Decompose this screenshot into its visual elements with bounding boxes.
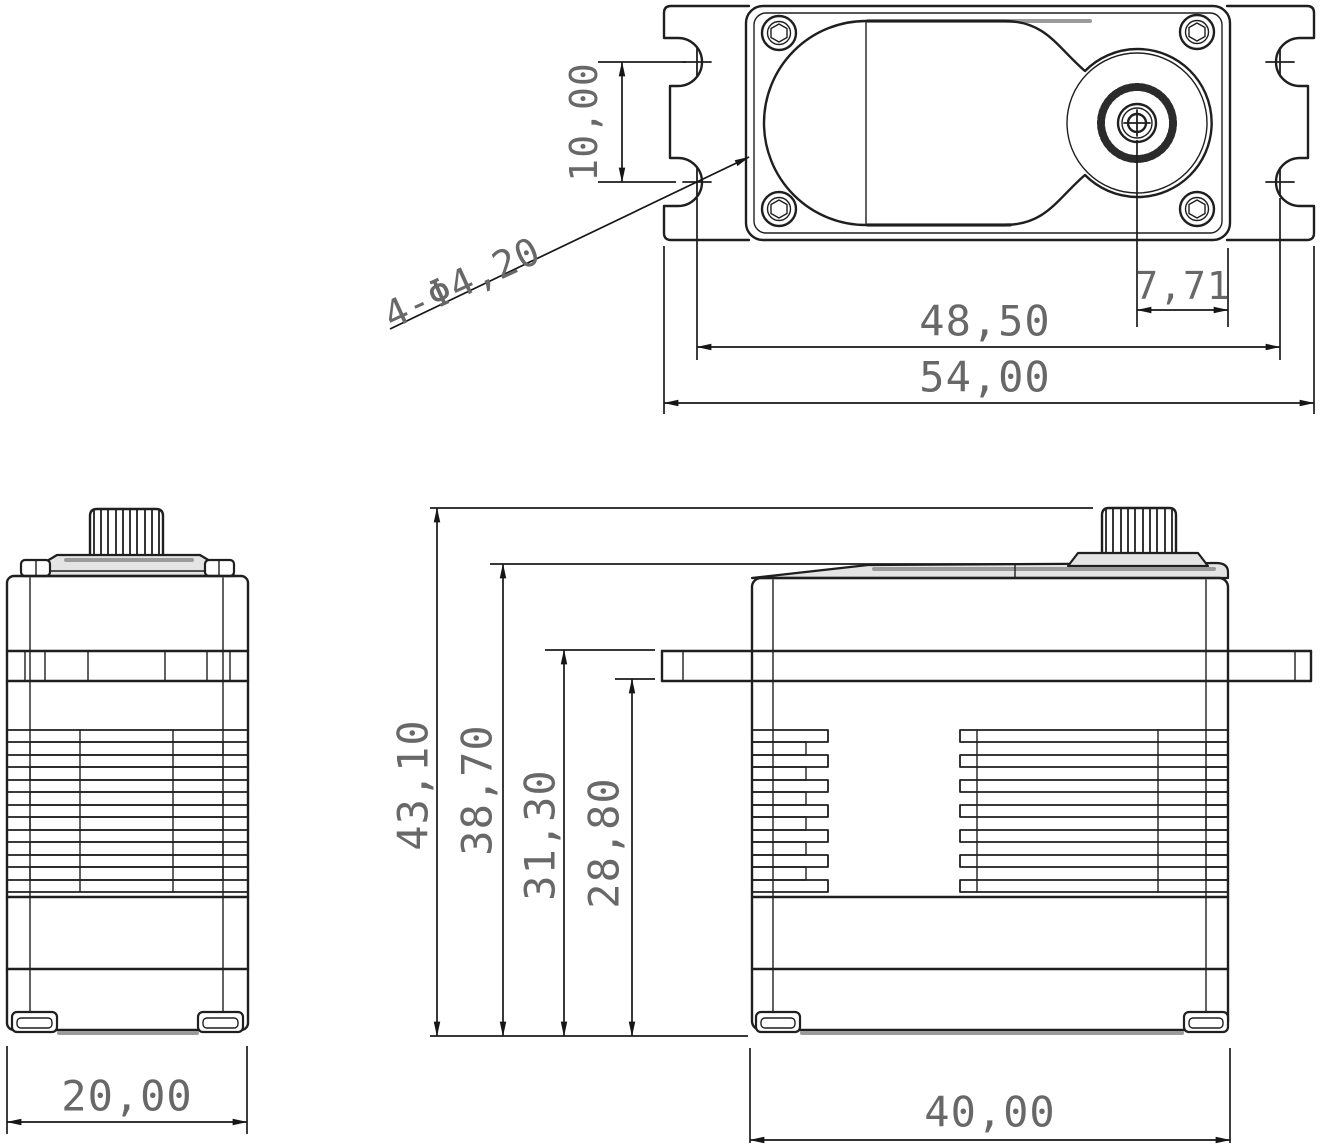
- corner-screw: [760, 190, 798, 228]
- dim-total-height-label: 43,10: [389, 719, 438, 850]
- corner-screw: [760, 14, 798, 52]
- side-spline-shaft: [88, 507, 165, 559]
- front-view: [660, 506, 1313, 1035]
- dim-flange-bottom-height-label: 28,80: [580, 777, 629, 908]
- dim-total-height: 43,10: [389, 507, 1093, 1037]
- front-spline-shaft: [1100, 506, 1178, 555]
- front-spline-teeth: [1105, 508, 1173, 553]
- dim-body-length-label: 40,00: [924, 1088, 1055, 1137]
- dim-overall-width-label: 54,00: [919, 353, 1050, 402]
- side-spline-teeth: [93, 509, 160, 557]
- hole-center-cross: [682, 47, 1295, 197]
- side-body: [5, 574, 250, 1032]
- dim-case-height: 38,70: [453, 563, 1065, 1037]
- left-mount-tab: [662, 4, 751, 242]
- side-flange-band: [5, 649, 250, 683]
- dim-flange-top-height: 31,30: [516, 649, 655, 1037]
- front-fins-left: [751, 729, 829, 893]
- dim-case-height-label: 38,70: [453, 724, 502, 855]
- dim-body-width: 20,00: [6, 1046, 248, 1134]
- dim-overall-width: 54,00: [663, 246, 1315, 414]
- side-heatsink-fins: [6, 729, 249, 893]
- front-mounting-flange: [660, 649, 1313, 683]
- dim-body-width-label: 20,00: [61, 1072, 192, 1121]
- side-foot: [10, 1010, 59, 1034]
- top-view: [662, 4, 1316, 242]
- dim-hole-pitch-label: 10,00: [562, 62, 606, 181]
- gear-cover: [762, 19, 1213, 227]
- side-foot: [196, 1010, 245, 1034]
- case-outline-top: [744, 4, 1232, 242]
- front-foot: [754, 1010, 802, 1034]
- dim-mount-hole-span: 48,50: [696, 198, 1281, 360]
- side-view: [5, 507, 250, 1035]
- corner-screw: [1178, 190, 1216, 228]
- front-spline-pedestal: [1066, 551, 1210, 568]
- dim-shaft-offset-label: 7,71: [1135, 264, 1231, 308]
- front-body: [750, 576, 1230, 1032]
- front-fins-middle: [959, 729, 1229, 893]
- dimensions: 10,00 4-Φ4,20 7,71 48,50 54,00: [6, 61, 1315, 1144]
- front-foot: [1182, 1010, 1230, 1034]
- dim-hole-callout: 4-Φ4,20: [377, 156, 750, 338]
- dim-mount-hole-span-label: 48,50: [919, 297, 1050, 346]
- dim-body-length: 40,00: [749, 1048, 1231, 1144]
- right-mount-tab: [1225, 4, 1316, 242]
- case-inner-top: [753, 12, 1223, 234]
- dim-shaft-offset: 7,71: [1135, 140, 1231, 327]
- dim-flange-top-height-label: 31,30: [516, 769, 565, 900]
- dim-hole-pitch: 10,00: [562, 61, 686, 183]
- corner-screw: [1178, 13, 1216, 51]
- dim-flange-bottom-height: 28,80: [580, 678, 655, 1037]
- dim-hole-callout-label: 4-Φ4,20: [377, 228, 547, 337]
